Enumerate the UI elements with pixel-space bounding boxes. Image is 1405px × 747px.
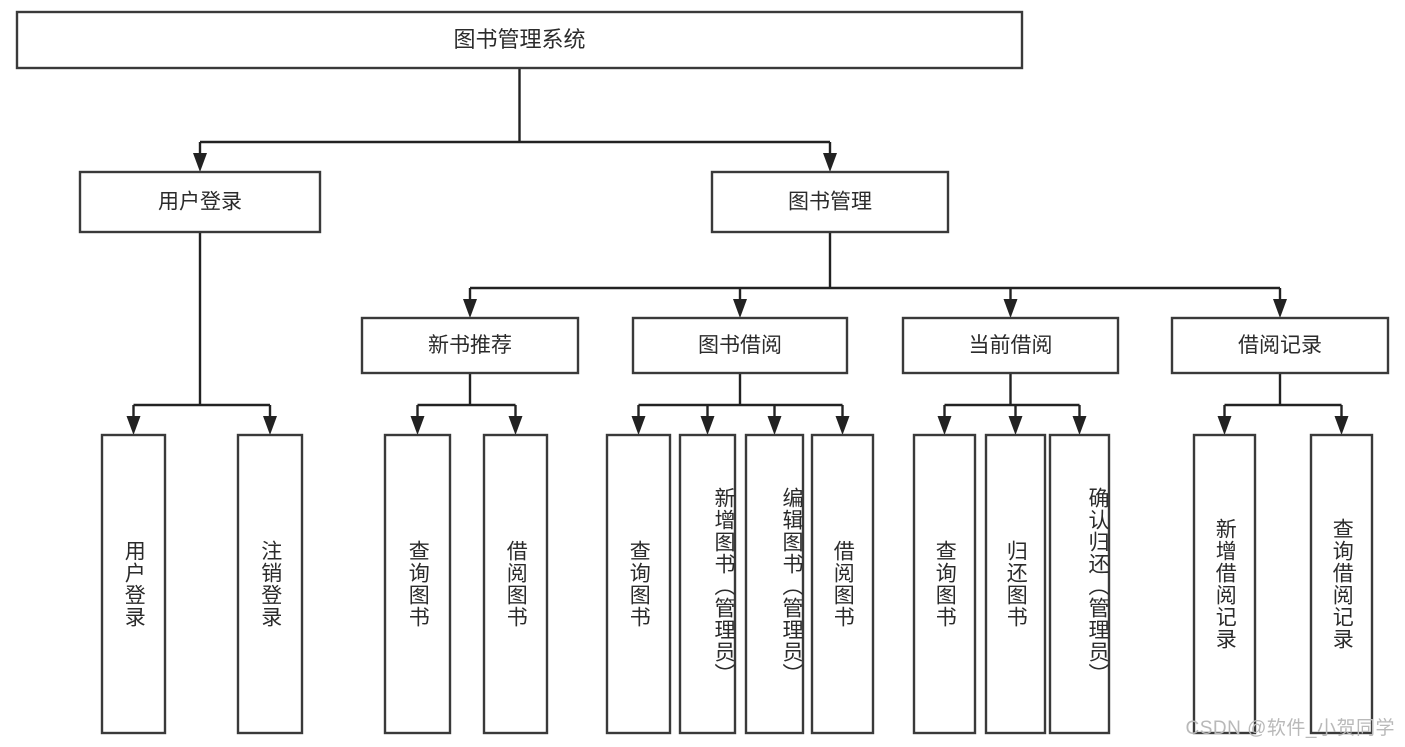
node-label-user-login: 用户登录: [158, 191, 242, 214]
node-label-borrow-record: 借阅记录: [1238, 334, 1322, 357]
node-box-current-borrow[interactable]: [901, 316, 1120, 375]
arrow-head-icon: [937, 416, 952, 435]
node-box-new-book-rec[interactable]: [360, 316, 580, 375]
arrow-head-icon: [823, 153, 837, 172]
node-label-root: 图书管理系统: [453, 27, 585, 52]
arrow-head-icon: [767, 416, 782, 435]
arrow-head-icon: [1217, 416, 1232, 435]
arrow-head-icon: [463, 299, 477, 318]
node-box-user-login[interactable]: [78, 170, 322, 234]
node-box-leaf-query-book-1[interactable]: [383, 433, 452, 735]
node-box-book-borrow[interactable]: [631, 316, 849, 375]
node-box-leaf-return-book[interactable]: [984, 433, 1047, 735]
arrow-head-icon: [1273, 299, 1287, 318]
arrow-head-icon: [126, 416, 141, 435]
node-box-leaf-borrow-book-1[interactable]: [482, 433, 549, 735]
node-label-new-book-rec: 新书推荐: [428, 334, 512, 357]
arrow-head-icon: [1003, 299, 1018, 318]
node-box-book-manage[interactable]: [710, 170, 950, 234]
arrow-head-icon: [1072, 416, 1087, 435]
node-box-leaf-confirm-return[interactable]: [1048, 433, 1111, 735]
node-box-leaf-borrow-book-2[interactable]: [810, 433, 875, 735]
arrow-head-icon: [1008, 416, 1023, 435]
arrow-head-icon: [631, 416, 646, 435]
arrow-head-icon: [700, 416, 715, 435]
node-box-leaf-query-book-3[interactable]: [912, 433, 977, 735]
arrow-head-icon: [835, 416, 850, 435]
boxes-layer: [15, 10, 1390, 735]
arrow-head-icon: [263, 416, 277, 435]
node-box-root[interactable]: [15, 10, 1024, 70]
node-box-leaf-query-book-2[interactable]: [605, 433, 672, 735]
node-box-leaf-user-login[interactable]: [100, 433, 167, 735]
node-box-leaf-edit-book[interactable]: [744, 433, 805, 735]
arrow-head-icon: [1334, 416, 1349, 435]
node-box-leaf-user-logout[interactable]: [236, 433, 304, 735]
node-label-current-borrow: 当前借阅: [969, 334, 1053, 357]
node-label-book-borrow: 图书借阅: [698, 334, 782, 357]
node-label-book-manage: 图书管理: [788, 191, 872, 214]
node-box-leaf-add-book[interactable]: [678, 433, 737, 735]
node-box-leaf-add-record[interactable]: [1192, 433, 1257, 735]
node-box-leaf-query-record[interactable]: [1309, 433, 1374, 735]
connectors-layer: [126, 68, 1349, 435]
node-box-borrow-record[interactable]: [1170, 316, 1390, 375]
arrow-head-icon: [508, 416, 523, 435]
arrow-head-icon: [410, 416, 425, 435]
arrow-head-icon: [193, 153, 207, 172]
csdn-watermark: CSDN @软件_小贺同学: [1185, 718, 1395, 739]
arrow-head-icon: [733, 299, 747, 318]
